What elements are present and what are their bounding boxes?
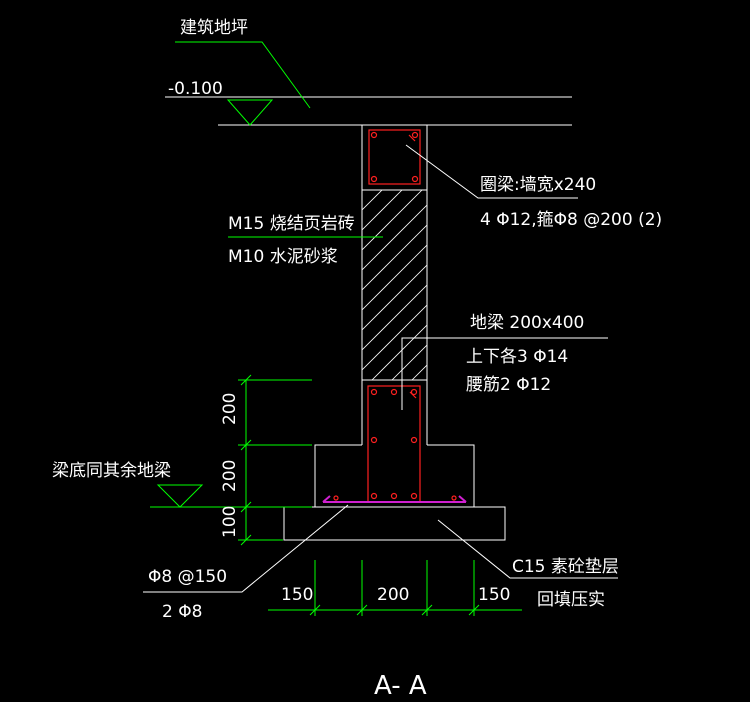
mortar-label: M10 水泥砂浆 (228, 247, 338, 267)
dim-tick (356, 604, 368, 616)
rebar-dot (451, 495, 457, 501)
rebar-dot (410, 436, 418, 444)
footing-right (427, 444, 475, 507)
dim-tick (240, 501, 252, 513)
stirrup-hook (409, 391, 417, 399)
backfill-label: 回填压实 (537, 590, 605, 610)
ground-beam-rebar-label: 上下各3 Φ14 (466, 347, 568, 367)
dim-text-v2: 200 (220, 460, 240, 492)
ground-beam-leader (401, 337, 608, 410)
stirrup-leader (143, 504, 349, 593)
dim-text-h2: 200 (377, 585, 409, 605)
rebar-dot (411, 131, 419, 139)
dim-tick (468, 604, 480, 616)
footing-left (314, 444, 362, 507)
stirrup-label-2: 2 Φ8 (162, 602, 202, 622)
beam-bottom-label: 梁底同其余地梁 (52, 461, 171, 481)
rebar-dot (411, 175, 419, 183)
ring-beam-leader (405, 144, 578, 199)
cushion-rebar-hook (458, 495, 467, 503)
cushion-rebar-hook (322, 495, 331, 503)
ground-beam-label: 地梁 200x400 (470, 313, 584, 333)
dim-text-h3: 150 (478, 585, 510, 605)
rebar-dot (370, 175, 378, 183)
elevation-marker (226, 99, 274, 126)
rebar-dot (410, 388, 418, 396)
cushion-layer (283, 506, 506, 541)
dim-tick (421, 604, 433, 616)
cushion-leader (437, 519, 618, 579)
dim-tick (240, 534, 252, 546)
rebar-dot (370, 131, 378, 139)
brick-label: M15 烧结页岩砖 (228, 214, 355, 234)
ring-beam-stirrup (368, 129, 421, 185)
beam-bottom-marker (156, 484, 204, 508)
ground-beam-stirrup (367, 385, 421, 503)
dim-tick (240, 439, 252, 451)
dim-text-h1: 150 (281, 585, 313, 605)
dim-text-v3: 100 (220, 506, 240, 538)
section-title: A- A (374, 671, 427, 701)
rebar-dot (370, 388, 378, 396)
elevation-label: -0.100 (168, 79, 223, 99)
dim-tick (240, 374, 252, 386)
floor-label: 建筑地坪 (180, 18, 248, 38)
dim-tick (309, 604, 321, 616)
rebar-dot (333, 495, 339, 501)
stirrup-label: Φ8 @150 (148, 567, 227, 587)
ring-beam-label: 圈梁:墙宽x240 (480, 175, 596, 195)
dim-text-v1: 200 (220, 393, 240, 425)
cushion-label: C15 素砼垫层 (512, 557, 619, 577)
rebar-dot (370, 492, 378, 500)
ring-beam-rebar-label: 4 Φ12,箍Φ8 @200 (2) (480, 210, 662, 230)
rebar-dot (370, 436, 378, 444)
stirrup-hook (408, 134, 416, 142)
ground-beam-waist-label: 腰筋2 Φ12 (466, 375, 551, 395)
brick-hatch (362, 190, 427, 380)
floor-leader (175, 41, 311, 109)
rebar-dot (410, 492, 418, 500)
rebar-dot (390, 388, 398, 396)
rebar-dot (390, 492, 398, 500)
